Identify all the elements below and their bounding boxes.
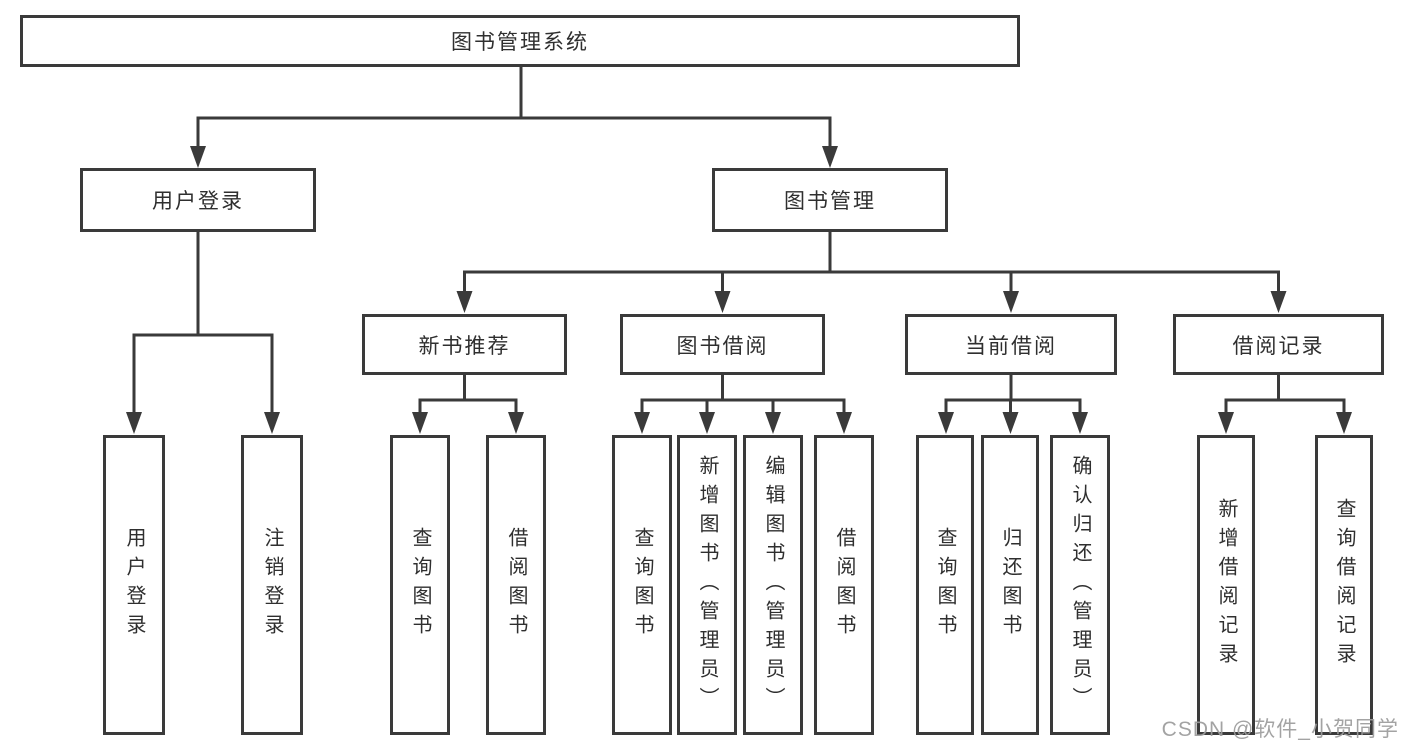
arrowhead-icon xyxy=(1270,291,1287,313)
edge-line xyxy=(1224,375,1346,413)
node-label: 图书管理 xyxy=(784,190,876,213)
node-label: 新增借阅记录 xyxy=(1215,498,1237,672)
node-label: 图书管理系统 xyxy=(451,31,589,54)
leaf-query-borrow-record: 查询借阅记录 xyxy=(1315,435,1373,735)
edge-borrowing-to-leaves xyxy=(634,375,852,434)
edge-books-to-level3 xyxy=(456,232,1287,313)
edge-root-to-level2 xyxy=(190,67,838,168)
arrowhead-icon xyxy=(699,412,715,434)
edge-line xyxy=(944,375,1082,413)
node-label: 图书借阅 xyxy=(676,334,769,358)
leaf-return-books: 归还图书 xyxy=(981,435,1039,735)
node-book-management: 图书管理 xyxy=(712,168,948,232)
node-label: 新书推荐 xyxy=(418,334,511,358)
arrowhead-icon xyxy=(938,412,954,434)
leaf-edit-books-admin: 编辑图书（管理员） xyxy=(743,435,803,735)
arrowhead-icon xyxy=(126,412,142,434)
arrowhead-icon xyxy=(634,412,650,434)
node-current-borrowing: 当前借阅 xyxy=(905,314,1117,375)
edge-line xyxy=(463,232,1280,292)
leaf-query-books-borrowing: 查询图书 xyxy=(612,435,672,735)
node-label: 用户登录 xyxy=(123,527,145,643)
edge-user-to-leaves xyxy=(126,232,280,434)
leaf-logout: 注销登录 xyxy=(241,435,303,735)
node-system-root: 图书管理系统 xyxy=(20,15,1020,67)
arrowhead-icon xyxy=(1336,412,1352,434)
edge-line xyxy=(132,232,274,413)
node-label: 借阅图书 xyxy=(505,527,527,643)
leaf-borrow-books-recommend: 借阅图书 xyxy=(486,435,546,735)
node-label: 查询图书 xyxy=(934,527,956,643)
node-label: 当前借阅 xyxy=(965,334,1057,358)
node-label: 查询借阅记录 xyxy=(1333,498,1355,672)
edge-records-to-leaves xyxy=(1218,375,1352,434)
node-user-login: 用户登录 xyxy=(80,168,316,232)
arrowhead-icon xyxy=(1218,412,1234,434)
node-borrowing-records: 借阅记录 xyxy=(1173,314,1384,375)
node-label: 注销登录 xyxy=(261,527,283,643)
leaf-confirm-return-admin: 确认归还（管理员） xyxy=(1050,435,1110,735)
edge-line xyxy=(640,375,846,413)
watermark-text: CSDN @软件_小贺同学 xyxy=(1161,718,1399,741)
node-label: 用户登录 xyxy=(152,190,244,213)
node-label: 归还图书 xyxy=(999,527,1021,643)
arrowhead-icon xyxy=(456,291,473,313)
node-label: 查询图书 xyxy=(631,527,653,643)
edge-line xyxy=(196,67,832,147)
leaf-add-books-admin: 新增图书（管理员） xyxy=(677,435,737,735)
node-label: 编辑图书（管理员） xyxy=(762,454,784,716)
arrowhead-icon xyxy=(264,412,280,434)
arrowhead-icon xyxy=(822,146,838,168)
node-label: 新增图书（管理员） xyxy=(696,454,718,716)
arrowhead-icon xyxy=(765,412,781,434)
arrowhead-icon xyxy=(1072,412,1088,434)
arrowhead-icon xyxy=(190,146,206,168)
leaf-borrow-books: 借阅图书 xyxy=(814,435,874,735)
leaf-query-books-recommend: 查询图书 xyxy=(390,435,450,735)
edge-recommend-to-leaves xyxy=(412,375,524,434)
edge-line xyxy=(418,375,518,413)
node-label: 借阅图书 xyxy=(833,527,855,643)
arrowhead-icon xyxy=(1003,291,1019,313)
edge-current-to-leaves xyxy=(938,375,1088,434)
arrowhead-icon xyxy=(508,412,524,434)
arrowhead-icon xyxy=(412,412,428,434)
leaf-query-books-current: 查询图书 xyxy=(916,435,974,735)
node-label: 查询图书 xyxy=(409,527,431,643)
arrowhead-icon xyxy=(714,291,731,313)
arrowhead-icon xyxy=(836,412,852,434)
node-label: 借阅记录 xyxy=(1232,334,1325,358)
leaf-user-login: 用户登录 xyxy=(103,435,165,735)
leaf-add-borrow-record: 新增借阅记录 xyxy=(1197,435,1255,735)
node-book-borrowing: 图书借阅 xyxy=(620,314,825,375)
node-label: 确认归还（管理员） xyxy=(1069,454,1091,716)
arrowhead-icon xyxy=(1002,412,1019,434)
node-new-book-recommend: 新书推荐 xyxy=(362,314,567,375)
